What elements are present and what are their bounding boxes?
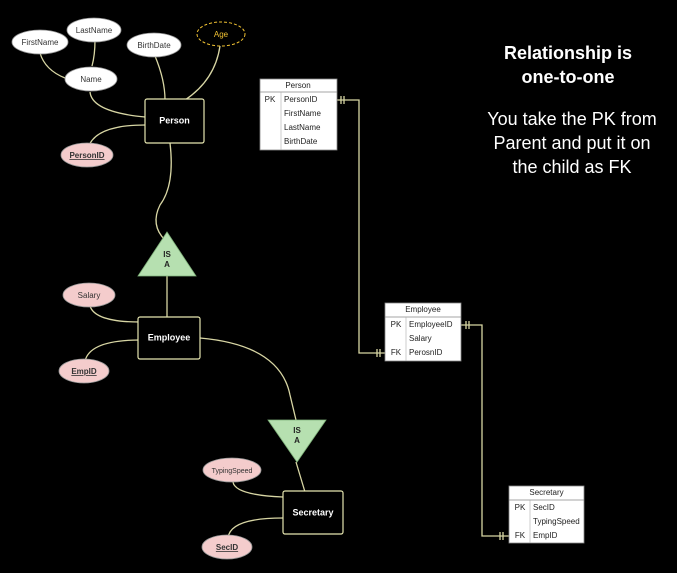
isa-label-line1: IS [163, 250, 171, 259]
table-employee-title: Employee [405, 305, 441, 314]
attribute-empid-label: EmpID [71, 367, 97, 376]
table-secretary[interactable]: Secretary PK SecID TypingSpeed FK EmpID [508, 485, 585, 544]
isa-triangle-employee-secretary[interactable]: IS A [267, 419, 327, 463]
connector-firstname-name [39, 52, 66, 79]
table-connectors [337, 96, 509, 540]
attribute-birthdate[interactable]: BirthDate [126, 32, 182, 58]
note-body-line1: You take the PK from [487, 109, 656, 129]
connector-empid-employee [84, 339, 141, 362]
table-employee-row-key: FK [391, 348, 402, 357]
connector-person-isa1 [155, 142, 172, 241]
table-secretary-row-key: PK [515, 503, 526, 512]
note-heading-line2: one-to-one [522, 67, 615, 87]
table-person-row-field: BirthDate [284, 137, 318, 146]
attribute-personid[interactable]: PersonID [60, 142, 114, 168]
table-employee-row-field: PerosnID [409, 348, 443, 357]
isa-label-line2: A [164, 260, 170, 269]
note-body-line3: the child as FK [512, 157, 631, 177]
attribute-name[interactable]: Name [64, 66, 118, 92]
connector-lastname-name [91, 39, 96, 67]
isa-triangle-person-employee[interactable]: IS A [137, 231, 197, 277]
table-person[interactable]: Person PK PersonID FirstName LastName Bi… [259, 78, 338, 151]
table-employee-row-field: Salary [409, 334, 432, 343]
table-secretary-row-field: SecID [533, 503, 555, 512]
table-person-row-key: PK [265, 95, 276, 104]
table-person-title: Person [285, 81, 310, 90]
entity-secretary-label: Secretary [292, 507, 333, 517]
connector-salary-employee [89, 305, 141, 323]
attribute-firstname-label: FirstName [22, 38, 59, 47]
connector-employee-isa2 [199, 337, 297, 421]
table-secretary-title: Secretary [529, 488, 563, 497]
attribute-lastname-label: LastName [76, 26, 113, 35]
note-body-line2: Parent and put it on [493, 133, 650, 153]
attribute-age-label: Age [214, 30, 229, 39]
attribute-age[interactable]: Age [196, 21, 246, 47]
connector-age-person [184, 45, 221, 101]
attribute-salary[interactable]: Salary [62, 282, 116, 308]
attribute-empid[interactable]: EmpID [58, 358, 110, 384]
table-person-row-field: FirstName [284, 109, 321, 118]
attribute-salary-label: Salary [78, 291, 101, 300]
entity-person[interactable]: Person [144, 98, 205, 144]
attribute-name-label: Name [80, 75, 102, 84]
attribute-firstname[interactable]: FirstName [11, 29, 69, 55]
entity-employee[interactable]: Employee [137, 316, 201, 360]
isa-label-line1: IS [293, 426, 301, 435]
attribute-typingspeed[interactable]: TypingSpeed [202, 457, 262, 483]
connector-birthdate-person [154, 55, 166, 101]
table-person-row-field: LastName [284, 123, 321, 132]
table-person-row-field: PersonID [284, 95, 318, 104]
note-heading-line1: Relationship is [504, 43, 632, 63]
connector-typingspeed-secretary [232, 481, 284, 498]
fk-link-person-employee [337, 99, 385, 354]
connector-isa2-secretary [295, 461, 306, 493]
attribute-lastname[interactable]: LastName [66, 17, 122, 43]
attribute-birthdate-label: BirthDate [137, 41, 171, 50]
table-secretary-row-field: TypingSpeed [533, 517, 580, 526]
table-secretary-row-key: FK [515, 531, 526, 540]
attribute-personid-label: PersonID [69, 151, 104, 160]
explanation-note: Relationship is one-to-one You take the … [487, 43, 656, 177]
attribute-typingspeed-label: TypingSpeed [212, 468, 253, 475]
entity-employee-label: Employee [148, 332, 191, 342]
isa-label-line2: A [294, 436, 300, 445]
connector-name-person [89, 91, 146, 118]
table-secretary-row-field: EmpID [533, 531, 558, 540]
fk-link-employee-secretary [461, 324, 509, 537]
connector-secid-secretary [227, 517, 284, 539]
table-employee-row-key: PK [391, 320, 402, 329]
entity-person-label: Person [159, 115, 190, 125]
table-employee[interactable]: Employee PK EmployeeID Salary FK PerosnI… [384, 302, 462, 362]
attribute-secid[interactable]: SecID [201, 534, 253, 560]
attribute-secid-label: SecID [216, 543, 238, 552]
entity-secretary[interactable]: Secretary [282, 490, 344, 535]
table-employee-row-field: EmployeeID [409, 320, 453, 329]
